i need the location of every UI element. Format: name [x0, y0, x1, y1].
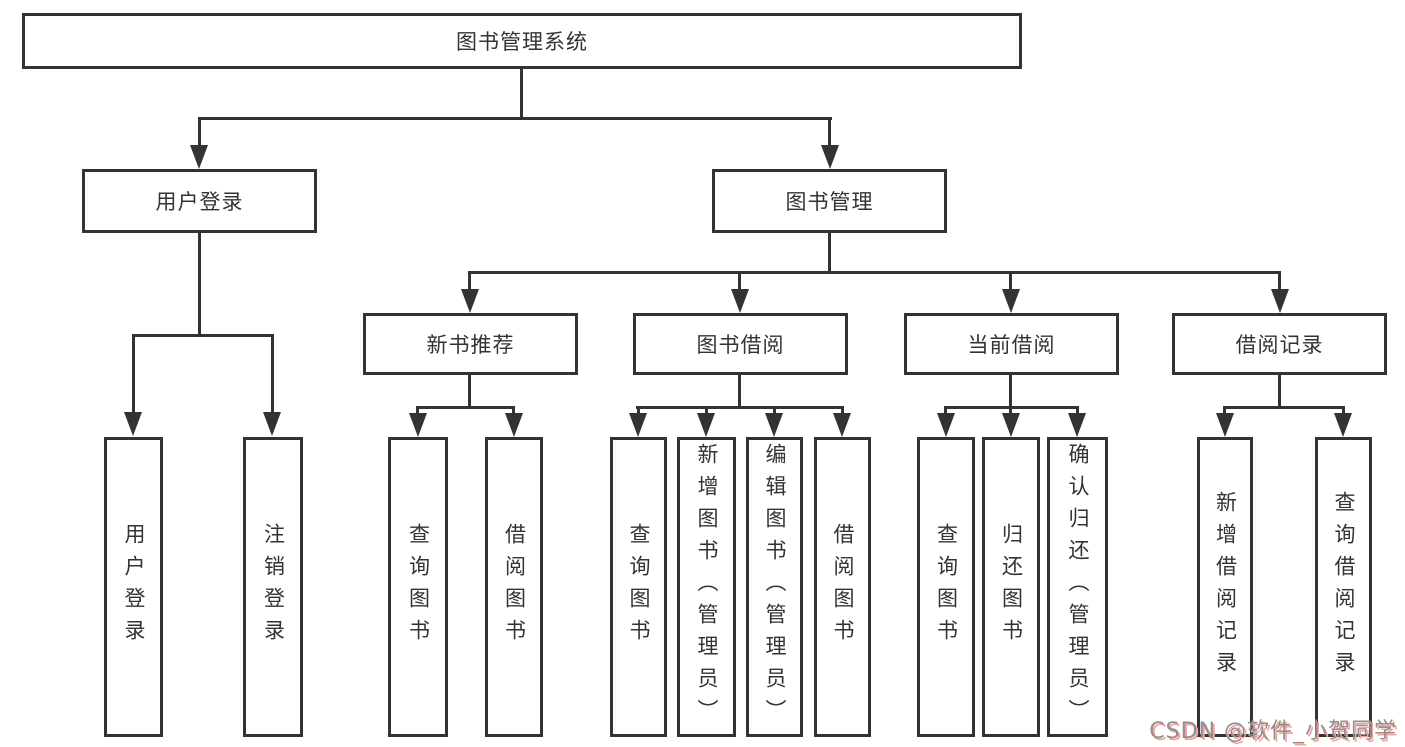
arrow-down-icon — [461, 289, 479, 313]
csdn-watermark: CSDN @软件_小贺同学 — [1149, 719, 1397, 744]
connector-leaf-drop — [705, 406, 708, 416]
connector-current-borrow-stem — [1009, 375, 1012, 407]
node-current-borrowing: 当前借阅 — [904, 313, 1119, 375]
leaf-label: 确认归还（管理员） — [1066, 443, 1090, 731]
connector-leaf-drop — [1223, 406, 1226, 416]
leaf-cb-confirm-return-admin: 确认归还（管理员） — [1047, 437, 1108, 737]
connector-new-book-stem — [468, 375, 471, 407]
connector-to-user-login — [198, 117, 201, 147]
arrow-down-icon — [833, 413, 851, 437]
arrow-down-icon — [1271, 289, 1289, 313]
connector-root-stem — [520, 69, 523, 118]
leaf-cb-return-books: 归还图书 — [982, 437, 1040, 737]
arrow-down-icon — [190, 145, 208, 169]
connector-leaf-drop — [841, 406, 844, 416]
connector-to-book-management — [828, 117, 831, 147]
node-book-borrowing: 图书借阅 — [633, 313, 848, 375]
arrow-down-icon — [937, 413, 955, 437]
node-new-book-recommendation: 新书推荐 — [363, 313, 578, 375]
leaf-nbr-query-books: 查询图书 — [388, 437, 448, 737]
arrow-down-icon — [731, 289, 749, 313]
node-label: 用户登录 — [155, 190, 244, 214]
leaf-label: 编辑图书（管理员） — [763, 443, 787, 731]
connector-to-leaf-logout — [271, 334, 274, 412]
arrow-down-icon — [1002, 289, 1020, 313]
leaf-label: 查询图书 — [627, 523, 651, 651]
connector-user-login-rail — [132, 334, 274, 337]
arrow-down-icon — [1002, 413, 1020, 437]
node-label: 当前借阅 — [967, 333, 1056, 357]
leaf-label: 注销登录 — [261, 523, 286, 651]
leaf-bb-add-books-admin: 新增图书（管理员） — [677, 437, 736, 737]
connector-leaf-drop — [1342, 406, 1345, 416]
connector-leaf-drop — [512, 406, 515, 416]
connector-borrow-records-rail — [1223, 406, 1343, 409]
leaf-label: 查询图书 — [406, 523, 431, 651]
leaf-label: 归还图书 — [999, 523, 1024, 651]
connector-to-book-borrow — [738, 271, 741, 291]
leaf-label: 用户登录 — [122, 523, 146, 651]
node-label: 新书推荐 — [426, 333, 515, 357]
node-book-management: 图书管理 — [712, 169, 947, 233]
connector-book-borrow-rail — [636, 406, 843, 409]
connector-level3-rail — [469, 271, 1281, 274]
arrow-down-icon — [821, 145, 839, 169]
leaf-nbr-borrow-books: 借阅图书 — [485, 437, 543, 737]
connector-new-book-rail — [416, 406, 514, 409]
connector-borrow-records-stem — [1278, 375, 1281, 407]
leaf-label: 借阅图书 — [831, 523, 855, 651]
node-label: 图书管理系统 — [456, 30, 588, 54]
arrow-down-icon — [124, 412, 142, 436]
connector-to-borrow-records — [1278, 271, 1281, 291]
leaf-bb-query-books: 查询图书 — [610, 437, 667, 737]
connector-to-new-book — [468, 271, 471, 291]
node-label: 图书借阅 — [696, 333, 785, 357]
leaf-bb-edit-books-admin: 编辑图书（管理员） — [746, 437, 803, 737]
arrow-down-icon — [409, 413, 427, 437]
arrow-down-icon — [505, 413, 523, 437]
leaf-label: 借阅图书 — [502, 523, 527, 651]
leaf-bb-borrow-books: 借阅图书 — [814, 437, 871, 737]
connector-book-management-stem — [828, 233, 831, 273]
leaf-user-login: 用户登录 — [104, 437, 163, 737]
node-label: 图书管理 — [785, 190, 874, 214]
leaf-label: 查询图书 — [934, 523, 959, 651]
leaf-cb-query-books: 查询图书 — [917, 437, 975, 737]
connector-leaf-drop — [944, 406, 947, 416]
node-user-login: 用户登录 — [82, 169, 317, 233]
connector-leaf-drop — [1009, 406, 1012, 416]
connector-to-current-borrow — [1009, 271, 1012, 291]
leaf-br-add-borrow-record: 新增借阅记录 — [1197, 437, 1253, 737]
connector-leaf-drop — [416, 406, 419, 416]
leaf-label: 查询借阅记录 — [1332, 491, 1356, 683]
connector-leaf-drop — [1076, 406, 1079, 416]
arrow-down-icon — [1068, 413, 1086, 437]
leaf-logout: 注销登录 — [243, 437, 303, 737]
connector-leaf-drop — [637, 406, 640, 416]
arrow-down-icon — [263, 412, 281, 436]
node-label: 借阅记录 — [1235, 333, 1324, 357]
arrow-down-icon — [629, 413, 647, 437]
connector-leaf-drop — [773, 406, 776, 416]
connector-level2-rail — [198, 117, 832, 120]
arrow-down-icon — [1334, 413, 1352, 437]
leaf-label: 新增图书（管理员） — [695, 443, 719, 731]
leaf-label: 新增借阅记录 — [1213, 491, 1238, 683]
connector-book-borrow-stem — [738, 375, 741, 407]
arrow-down-icon — [765, 413, 783, 437]
connector-user-login-stem — [198, 233, 201, 335]
arrow-down-icon — [697, 413, 715, 437]
leaf-br-query-borrow-record: 查询借阅记录 — [1315, 437, 1372, 737]
arrow-down-icon — [1216, 413, 1234, 437]
node-borrowing-records: 借阅记录 — [1172, 313, 1387, 375]
connector-to-leaf-user-login — [132, 334, 135, 412]
node-library-management-system: 图书管理系统 — [22, 13, 1022, 69]
